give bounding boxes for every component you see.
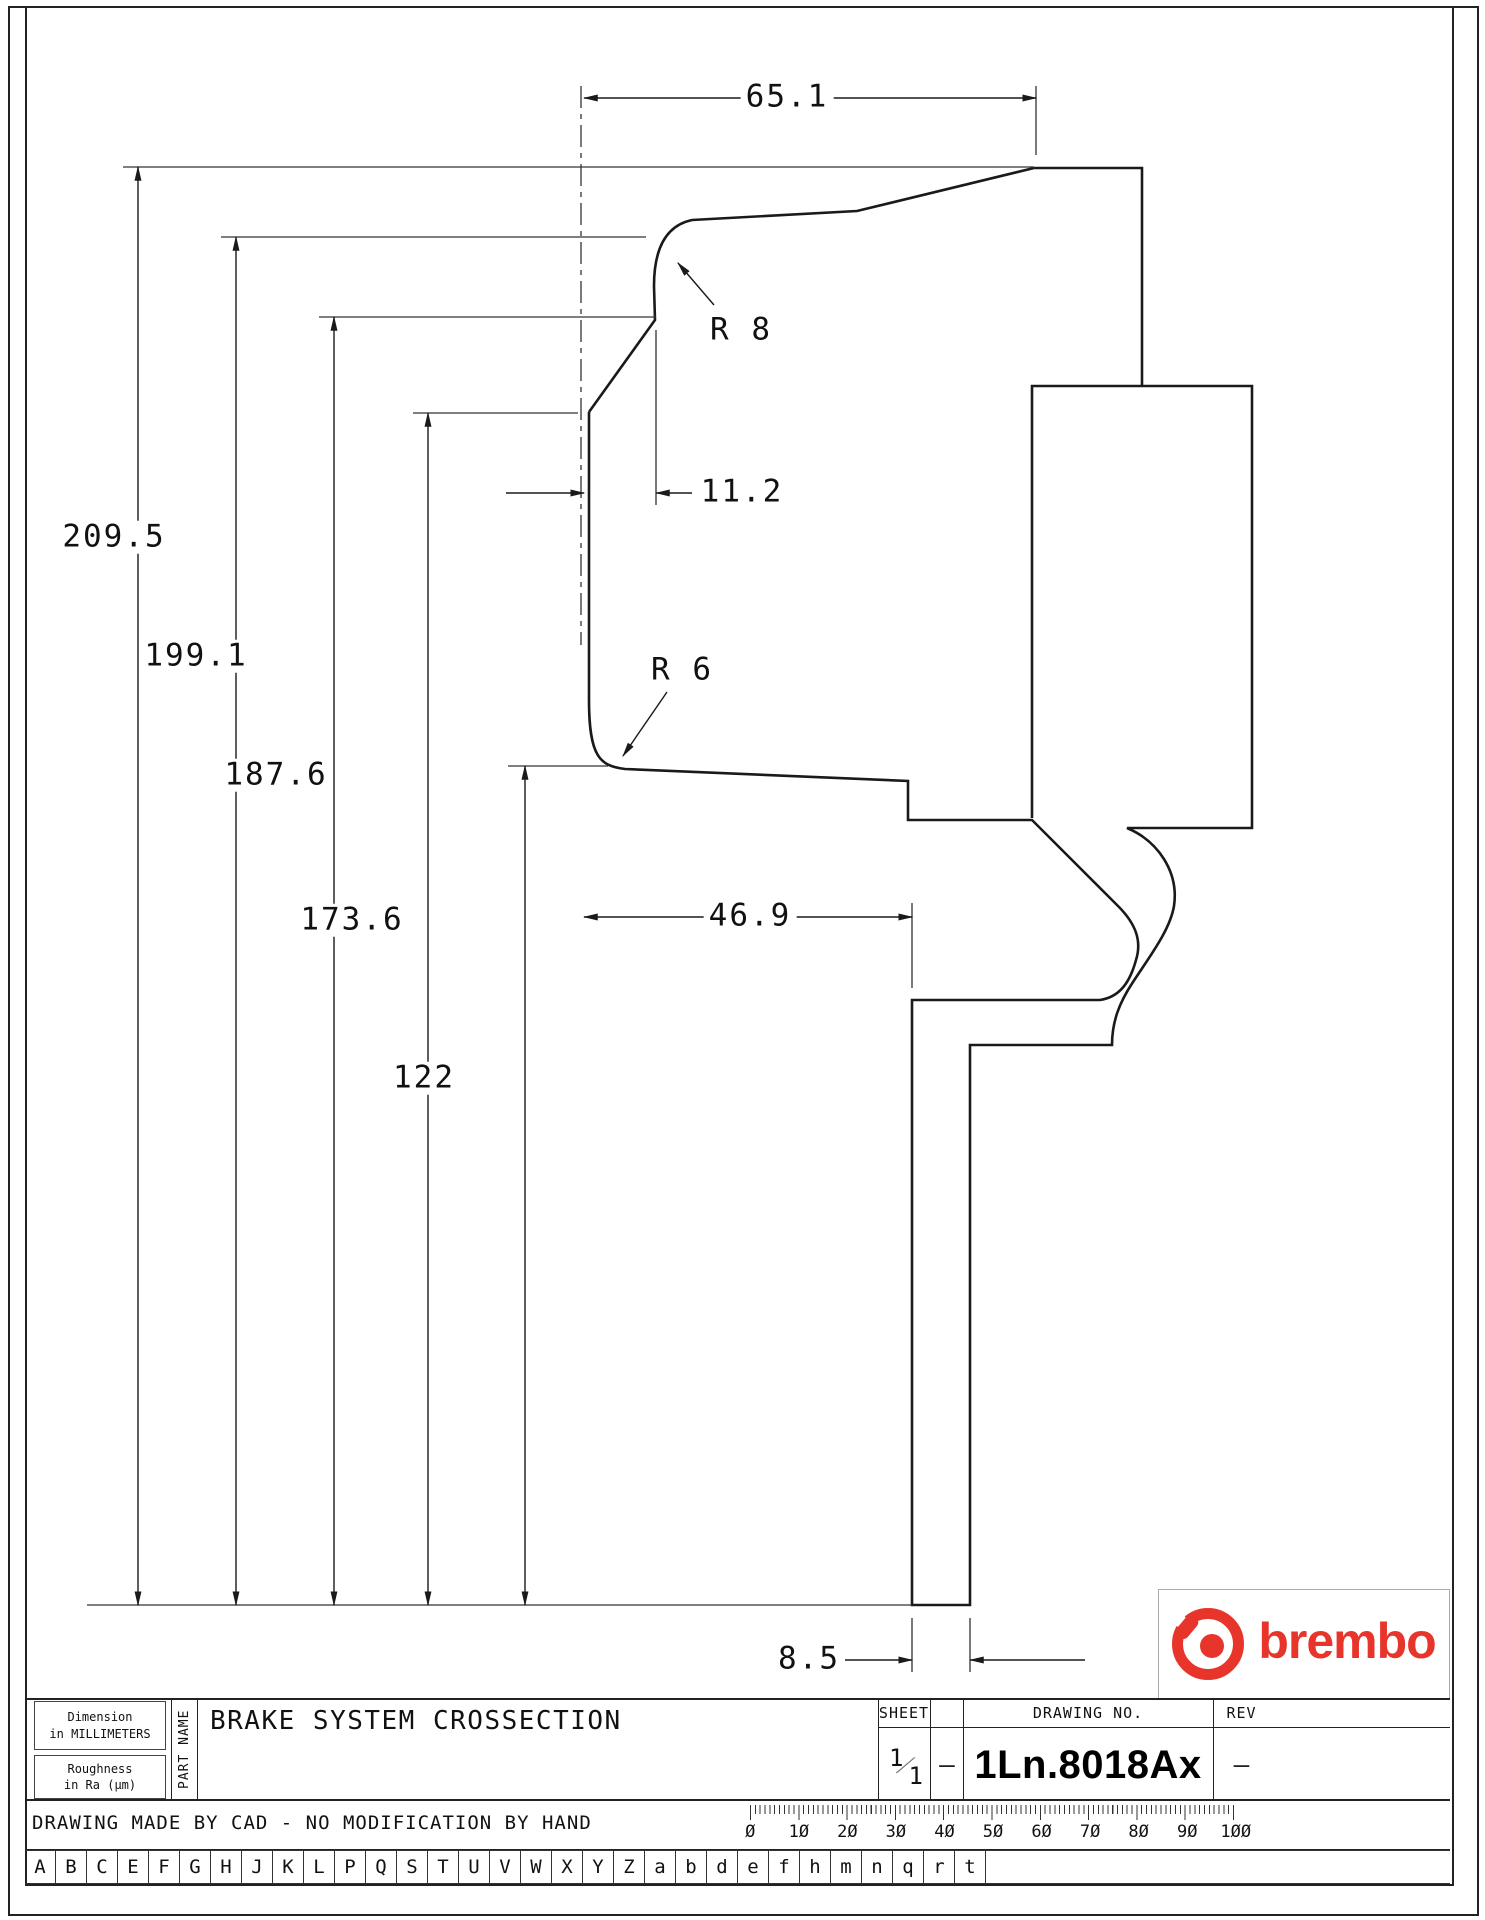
title-block-top-line xyxy=(25,1698,1450,1700)
index-letter-cell: h xyxy=(800,1851,831,1883)
index-letter-cell: a xyxy=(645,1851,676,1883)
ruler-number: 7Ø xyxy=(1079,1822,1101,1842)
index-letter-cell: F xyxy=(149,1851,180,1883)
scale-placeholder-value: — xyxy=(939,1750,955,1780)
index-letter-cell: r xyxy=(924,1851,955,1883)
dim-width-mid-label: 46.9 xyxy=(703,900,797,933)
index-letter-cell: A xyxy=(25,1851,56,1883)
dim-radius-top-label: R 8 xyxy=(705,314,777,347)
ruler-number: 2Ø xyxy=(837,1822,858,1842)
tb-divider xyxy=(878,1698,879,1800)
index-letter-cell: L xyxy=(304,1851,335,1883)
dim-width-upper-label: 11.2 xyxy=(695,476,789,509)
drawing-no-label: DRAWING NO. xyxy=(1032,1704,1144,1722)
ruler-scale: Ø 1Ø 2Ø 3Ø 4Ø 5Ø 6Ø 7Ø 8Ø 9Ø 1ØØ xyxy=(726,1822,1260,1842)
index-letter-cell: J xyxy=(242,1851,273,1883)
tb-divider xyxy=(171,1698,172,1800)
tb-divider xyxy=(197,1698,198,1800)
dim-height-4-label: 173.6 xyxy=(295,904,409,937)
part-title: BRAKE SYSTEM CROSSECTION xyxy=(210,1706,622,1736)
roughness-units-note: Roughness in Ra (µm) xyxy=(34,1755,166,1799)
ruler-number: 9Ø xyxy=(1176,1822,1198,1842)
index-letter-cell: G xyxy=(180,1851,211,1883)
index-letter-cell: S xyxy=(397,1851,428,1883)
index-letter-cell: t xyxy=(955,1851,986,1883)
ruler-number: Ø xyxy=(745,1822,756,1842)
index-letter-cell: E xyxy=(118,1851,149,1883)
title-block-bottom-line xyxy=(25,1799,1450,1801)
index-letter-cell: H xyxy=(211,1851,242,1883)
page-inner-border xyxy=(25,6,1454,1886)
index-letter-cell: e xyxy=(738,1851,769,1883)
index-letter-cell: f xyxy=(769,1851,800,1883)
brembo-wordmark: brembo xyxy=(1258,1613,1436,1669)
sheet-label: SHEET xyxy=(878,1704,930,1722)
page-outer-border xyxy=(8,6,1479,1916)
tb-divider xyxy=(930,1698,931,1800)
index-letter-cell: W xyxy=(521,1851,552,1883)
index-letter-cell: K xyxy=(273,1851,304,1883)
index-letter-cell: C xyxy=(87,1851,118,1883)
part-name-label: PART NAME xyxy=(177,1709,192,1789)
rev-value: — xyxy=(1233,1750,1250,1780)
dim-width-bottom-label: 8.5 xyxy=(773,1643,845,1676)
index-letter-cell: T xyxy=(428,1851,459,1883)
tb-divider xyxy=(25,1849,1450,1850)
ruler-number: 4Ø xyxy=(934,1822,955,1842)
ruler-number: 6Ø xyxy=(1031,1822,1052,1842)
ruler-number: 5Ø xyxy=(982,1822,1004,1842)
drawing-no-value: 1Ln.8018Ax xyxy=(974,1743,1202,1787)
index-letter-cell: b xyxy=(676,1851,707,1883)
sheet-denominator: 1 xyxy=(908,1762,923,1790)
roughness-note-line1: Roughness xyxy=(67,1761,133,1776)
dim-width-top-label: 65.1 xyxy=(740,81,834,114)
dimension-note-line1: Dimension xyxy=(67,1710,133,1725)
cad-note: DRAWING MADE BY CAD - NO MODIFICATION BY… xyxy=(32,1812,592,1834)
index-letter-cell: n xyxy=(862,1851,893,1883)
sheet-numerator: 1 xyxy=(889,1744,904,1772)
dim-height-2-label: 199.1 xyxy=(139,640,253,673)
index-letter-cell: Y xyxy=(583,1851,614,1883)
index-letter-cell: d xyxy=(707,1851,738,1883)
index-letter-cell: q xyxy=(893,1851,924,1883)
index-letter-cell: B xyxy=(56,1851,87,1883)
index-letter-cell: Q xyxy=(366,1851,397,1883)
dim-radius-mid-label: R 6 xyxy=(646,654,718,687)
tb-divider xyxy=(1213,1698,1214,1800)
dim-height-total-label: 209.5 xyxy=(57,521,171,554)
tb-divider xyxy=(963,1698,964,1800)
ruler-major-ticks xyxy=(750,1805,1236,1820)
dim-height-5-label: 122 xyxy=(388,1062,460,1095)
index-letter-cell: X xyxy=(552,1851,583,1883)
roughness-note-line2: in Ra (µm) xyxy=(63,1778,137,1792)
index-letter-cell: V xyxy=(490,1851,521,1883)
index-letter-cell: P xyxy=(335,1851,366,1883)
dimension-note-line2: in MILLIMETERS xyxy=(49,1726,151,1741)
brembo-disc-icon xyxy=(1166,1606,1245,1680)
ruler-number: 8Ø xyxy=(1128,1822,1149,1842)
index-letter-cell: U xyxy=(459,1851,490,1883)
dim-height-3-label: 187.6 xyxy=(219,759,333,792)
tb-divider xyxy=(878,1727,1450,1728)
ruler-number: 3Ø xyxy=(885,1822,907,1842)
dimension-units-note: Dimension in MILLIMETERS xyxy=(34,1701,166,1750)
ruler-number: 1Ø xyxy=(788,1822,810,1842)
ruler-number: 1ØØ xyxy=(1220,1822,1252,1842)
rev-label: REV xyxy=(1226,1704,1257,1722)
index-letter-cell: Z xyxy=(614,1851,645,1883)
sheet-value: 1⁄1 xyxy=(884,1744,928,1790)
index-letter-cell: m xyxy=(831,1851,862,1883)
brembo-logo: brembo xyxy=(1158,1589,1450,1699)
